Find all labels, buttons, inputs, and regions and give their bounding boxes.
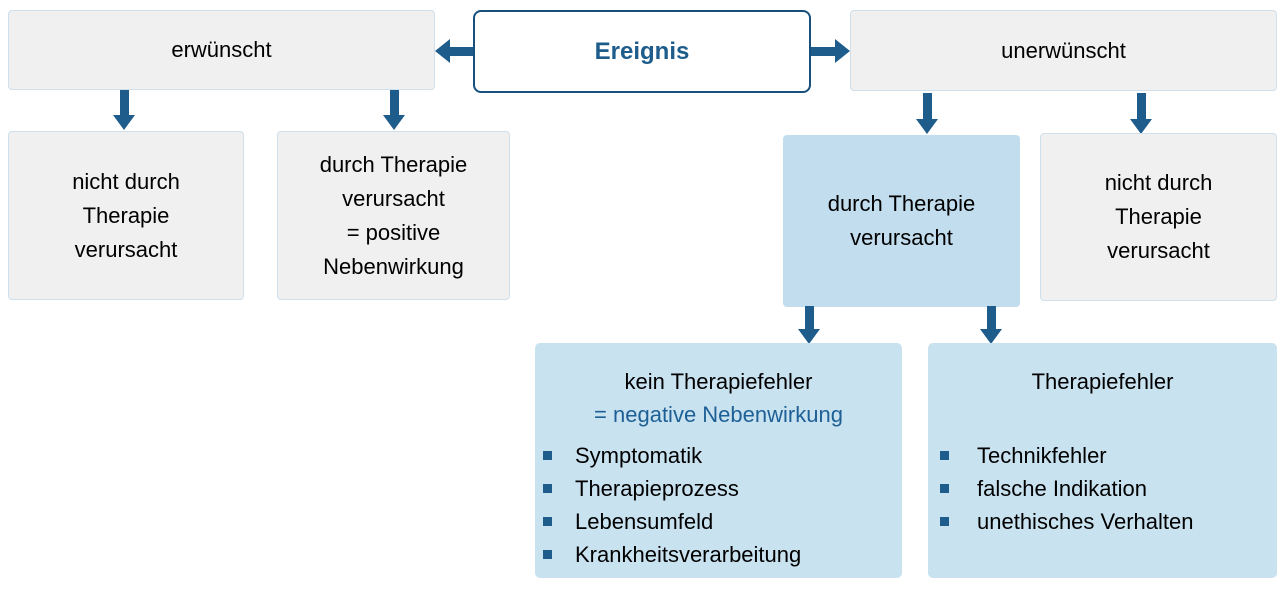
arrow-head	[835, 39, 850, 63]
arrow-shaft	[805, 306, 814, 330]
bullet-list: Symptomatik Therapieprozess Lebensumfeld…	[535, 439, 902, 571]
node-not-caused-by-therapy-right: nicht durch Therapie verursacht	[1040, 133, 1277, 301]
arrow-down-icon	[980, 306, 1003, 344]
arrow-head	[980, 329, 1002, 344]
list-item: Therapieprozess	[535, 472, 902, 505]
arrow-right-icon	[811, 39, 850, 63]
text-line: Therapie	[1115, 204, 1202, 229]
arrow-shaft	[120, 90, 129, 116]
list-item: Krankheitsverarbeitung	[535, 538, 902, 571]
list-item-label: Krankheitsverarbeitung	[575, 541, 802, 567]
text-line: verursacht	[342, 185, 445, 211]
arrow-shaft	[449, 47, 473, 56]
arrow-down-icon	[798, 306, 821, 344]
detail-subtitle-line: = negative Nebenwirkung	[594, 402, 843, 427]
text-line: nicht durch	[72, 168, 180, 194]
arrow-down-icon	[916, 93, 939, 134]
text-line: verursacht	[1107, 238, 1210, 263]
arrow-shaft	[1137, 93, 1146, 120]
arrow-shaft	[390, 90, 399, 116]
list-item: Technikfehler	[928, 439, 1277, 472]
list-item: Symptomatik	[535, 439, 902, 472]
bullet-square-icon	[940, 451, 949, 460]
detail-title: kein Therapiefehler = negative Nebenwirk…	[535, 365, 902, 431]
arrow-head	[113, 115, 135, 130]
bullet-square-icon	[543, 484, 552, 493]
node-text: nicht durch Therapie verursacht	[72, 165, 180, 267]
list-item: unethisches Verhalten	[928, 505, 1277, 538]
node-erwuenscht: erwünscht	[8, 10, 435, 90]
text-line: Nebenwirkung	[323, 253, 464, 279]
list-item: falsche Indikation	[928, 472, 1277, 505]
detail-title-line: Therapiefehler	[1031, 369, 1174, 394]
text-line: durch Therapie	[319, 151, 468, 177]
text-line: = positive	[346, 219, 441, 245]
node-no-therapy-error: kein Therapiefehler = negative Nebenwirk…	[535, 343, 902, 578]
arrow-shaft	[923, 93, 932, 120]
bullet-square-icon	[543, 517, 552, 526]
node-text: durch Therapie verursacht	[828, 187, 976, 255]
node-ereignis-label: Ereignis	[594, 37, 690, 65]
arrow-head	[916, 119, 938, 134]
text-line: verursacht	[850, 225, 953, 250]
bullet-square-icon	[940, 484, 949, 493]
node-erwuenscht-label: erwünscht	[171, 37, 272, 62]
bullet-square-icon	[940, 517, 949, 526]
list-item: Lebensumfeld	[535, 505, 902, 538]
node-unerwuenscht: unerwünscht	[850, 10, 1277, 91]
list-item-label: Technikfehler	[977, 442, 1107, 468]
node-caused-by-therapy: durch Therapie verursacht	[783, 135, 1020, 307]
node-text: nicht durch Therapie verursacht	[1105, 166, 1213, 268]
arrow-shaft	[987, 306, 996, 330]
text-line: Therapie	[82, 202, 170, 228]
list-item-label: Lebensumfeld	[575, 508, 714, 534]
node-not-caused-by-therapy-left: nicht durch Therapie verursacht	[8, 131, 244, 300]
list-item-label: unethisches Verhalten	[977, 508, 1194, 534]
text-line: verursacht	[74, 236, 178, 262]
text-line: durch Therapie	[827, 191, 976, 216]
detail-title: Therapiefehler	[928, 365, 1277, 431]
detail-subtitle-line	[928, 398, 1277, 431]
text-line: nicht durch	[1104, 170, 1213, 195]
node-ereignis: Ereignis	[473, 10, 811, 93]
bullet-square-icon	[543, 451, 552, 460]
arrow-head	[798, 329, 820, 344]
list-item-label: Symptomatik	[575, 442, 703, 468]
arrow-down-icon	[1130, 93, 1153, 134]
bullet-square-icon	[543, 550, 552, 559]
arrow-head	[435, 39, 450, 63]
arrow-down-icon	[113, 90, 136, 130]
arrow-down-icon	[383, 90, 406, 130]
arrow-left-icon	[435, 39, 473, 63]
node-therapy-error: Therapiefehler Technikfehler falsche Ind…	[928, 343, 1277, 578]
list-item-label: falsche Indikation	[977, 475, 1147, 501]
bullet-list: Technikfehler falsche Indikation unethis…	[928, 439, 1277, 538]
node-unerwuenscht-label: unerwünscht	[1001, 37, 1126, 63]
node-text: durch Therapie verursacht = positive Neb…	[320, 148, 468, 284]
node-caused-by-therapy-positive: durch Therapie verursacht = positive Neb…	[277, 131, 510, 300]
list-item-label: Therapieprozess	[575, 475, 739, 501]
arrow-head	[383, 115, 405, 130]
arrow-shaft	[811, 47, 836, 56]
detail-title-line: kein Therapiefehler	[624, 369, 813, 394]
arrow-head	[1130, 119, 1152, 134]
